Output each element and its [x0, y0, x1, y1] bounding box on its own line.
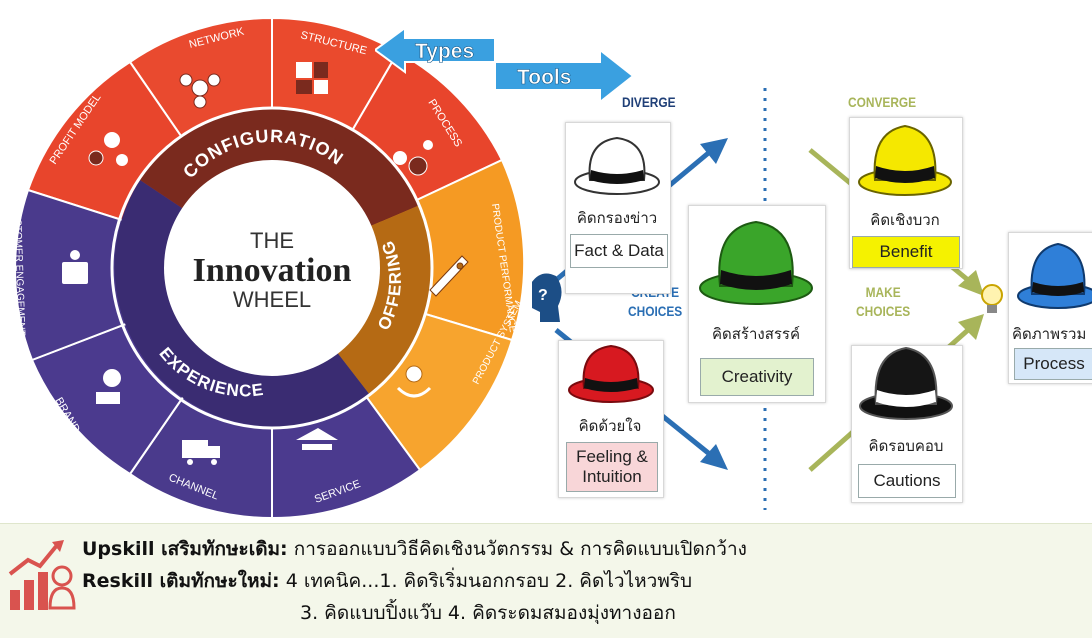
make-choices-word: CHOICES — [856, 302, 911, 319]
network-icon — [179, 73, 221, 109]
blue-hat-label: Process — [1014, 348, 1092, 380]
green-hat-icon — [699, 220, 813, 305]
upskill-heading: Upskill เสริมทักษะเดิม: — [82, 538, 288, 560]
rocket-icon — [429, 255, 469, 297]
upskill-text: การออกแบบวิธีคิดเชิงนวัตกรรม & การคิดแบบ… — [287, 538, 747, 560]
green-hat-name: คิดสร้างสรรค์ — [711, 325, 801, 343]
yellow-hat-name: คิดเชิงบวก — [870, 211, 940, 229]
puzzle-icon — [296, 62, 328, 94]
black-hat-icon — [859, 346, 953, 420]
blue-hat-name: คิดภาพรวม — [1012, 325, 1087, 343]
upskill-line: Upskill เสริมทักษะเดิม: การออกแบบวิธีคิด… — [82, 534, 747, 564]
types-tools-arrow: Types Tools — [375, 28, 635, 105]
tools-label: Tools — [517, 66, 571, 89]
converge-label: CONVERGE — [848, 94, 917, 110]
red-hat-name: คิดด้วยใจ — [578, 417, 642, 435]
innovation-wheel: CONFIGURATION OFFERING EXPERIENCE THE In… — [11, 16, 526, 520]
truck-icon — [182, 440, 220, 465]
gears-money-icon — [393, 140, 433, 176]
wheel-title-innovation: Innovation — [193, 252, 352, 289]
service-hand-icon — [296, 428, 338, 450]
types-label: Types — [415, 40, 474, 63]
white-hat-label: Fact & Data — [570, 234, 668, 268]
white-hat-name: คิดกรองข่าว — [576, 209, 658, 227]
growth-person-icon — [8, 540, 76, 610]
white-hat-icon — [574, 136, 660, 195]
green-hat-label: Creativity — [700, 358, 814, 396]
brand-trophy-icon — [96, 369, 121, 404]
red-hat-label-line2: Intuition — [582, 467, 642, 486]
red-hat-label: Feeling & Intuition — [566, 442, 658, 492]
customer-icon — [62, 250, 88, 284]
black-hat-label: Cautions — [858, 464, 956, 498]
black-hat-name: คิดรอบคอบ — [868, 437, 944, 455]
reskill-text: 4 เทคนิค...1. คิดริเริ่มนอกกรอบ 2. คิดไว… — [279, 570, 693, 592]
yellow-hat-icon — [858, 124, 952, 196]
red-hat-label-line1: Feeling & — [576, 447, 648, 467]
make-label: MAKE — [865, 284, 901, 300]
reskill-line-2: 3. คิดแบบปิ้งแว๊บ 4. คิดระดมสมองมุ่งทางอ… — [300, 602, 676, 624]
svg-text:?: ? — [538, 287, 548, 304]
wheel-title-the: THE — [250, 228, 294, 253]
reskill-line: Reskill เติมทักษะใหม่: 4 เทคนิค...1. คิด… — [82, 566, 692, 596]
diverge-label: DIVERGE — [622, 94, 676, 110]
red-hat-icon — [568, 344, 654, 403]
yellow-hat-label: Benefit — [852, 236, 960, 268]
blue-hat-icon — [1017, 242, 1092, 309]
wheel-title-wheel: WHEEL — [233, 287, 311, 312]
hands-gear-icon — [396, 365, 432, 398]
reskill-heading: Reskill เติมทักษะใหม่: — [82, 570, 280, 592]
wheel-center — [164, 160, 380, 376]
lightbulb-icon — [981, 284, 1003, 313]
skills-banner: Upskill เสริมทักษะเดิม: การออกแบบวิธีคิด… — [0, 523, 1092, 638]
choices-label: CHOICES — [628, 302, 683, 319]
make-choices-label: MAKE CHOICES — [856, 283, 910, 321]
profit-gears-icon — [88, 132, 128, 166]
thinking-head-icon: ? — [532, 273, 562, 322]
seg-customer-engagement-label: CUSTOMER ENGAGEMENT — [11, 205, 27, 336]
